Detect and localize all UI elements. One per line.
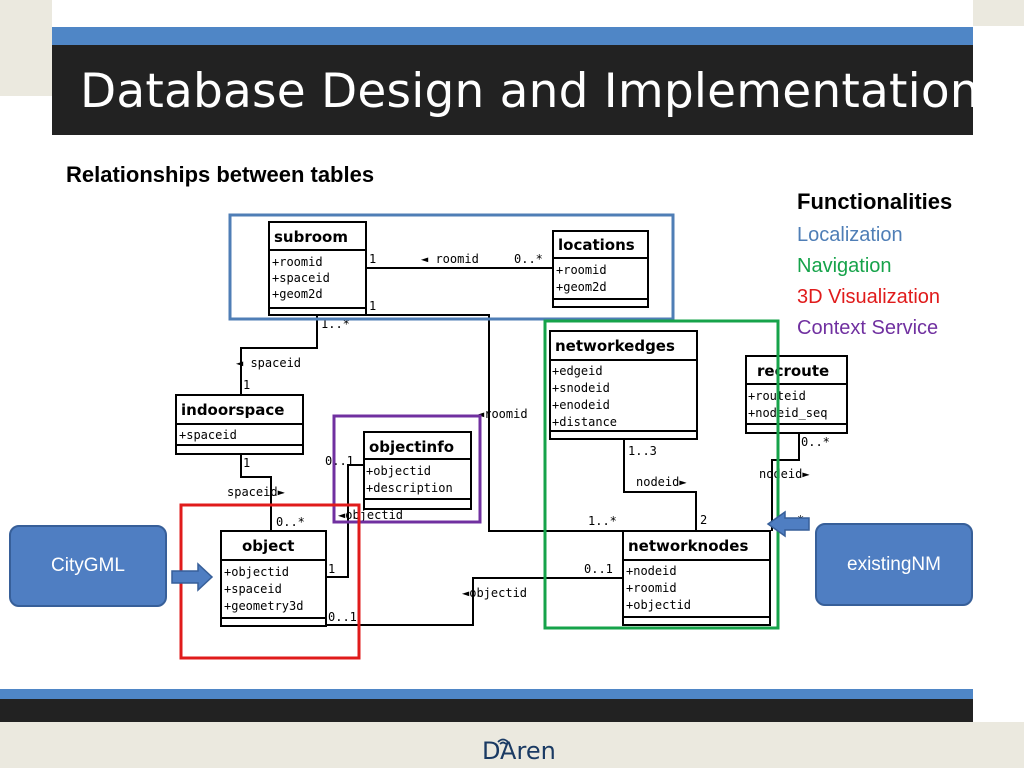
class-locations: locations +roomid +geom2d	[552, 230, 649, 308]
multiplicity: 1	[243, 378, 250, 392]
multiplicity: 1..*	[588, 514, 617, 528]
footer	[0, 722, 1024, 768]
context-service-box	[332, 414, 482, 524]
title-bar	[52, 45, 973, 135]
class-attribute: +spaceid	[272, 271, 330, 285]
relation-label: nodeid►	[759, 467, 810, 481]
class-networkedges: networkedges +edgeid +snodeid +enodeid +…	[549, 330, 698, 440]
class-title: networkedges	[555, 337, 675, 355]
functionality-localization: Localization	[797, 224, 903, 246]
footer-dark-bar	[0, 699, 973, 723]
citygml-source: CityGML	[9, 525, 167, 607]
functionalities-heading: Functionalities	[797, 189, 953, 214]
multiplicity: 0..1	[325, 454, 354, 468]
class-attribute: +spaceid	[179, 428, 237, 442]
multiplicity: 0..1	[584, 562, 613, 576]
multiplicity: 0..1	[328, 610, 357, 624]
class-title: objectinfo	[369, 438, 454, 456]
class-recroute: recroute +routeid +nodeid_seq	[745, 355, 848, 434]
citygml-arrow-icon	[171, 562, 214, 592]
class-indoorspace: indoorspace +spaceid	[175, 394, 304, 455]
header-accent-strip	[52, 27, 973, 45]
class-attribute: +enodeid	[552, 398, 610, 412]
class-attribute: +nodeid	[626, 564, 677, 578]
class-attribute: +nodeid_seq	[748, 406, 827, 420]
background-corner-left	[0, 0, 52, 96]
class-title: recroute	[757, 362, 829, 380]
class-attribute: +geom2d	[556, 280, 607, 294]
functionality-navigation: Navigation	[797, 255, 892, 277]
multiplicity: 1	[243, 456, 250, 470]
existingnm-source: existingNM	[815, 523, 973, 606]
class-attribute: +snodeid	[552, 381, 610, 395]
class-networknodes: networknodes +nodeid +roomid +objectid	[622, 530, 771, 626]
class-subroom: subroom +roomid +spaceid +geom2d	[268, 221, 367, 316]
multiplicity: 1..3	[628, 444, 657, 458]
daren-logo: DAren	[482, 737, 556, 765]
relation-label: ◄ spaceid	[236, 356, 301, 370]
multiplicity: 1	[369, 252, 376, 266]
multiplicity: 1	[328, 562, 335, 576]
relation-label: ◄objectid	[338, 508, 403, 522]
class-objectinfo: objectinfo +objectid +description	[363, 431, 472, 510]
class-attribute: +spaceid	[224, 582, 282, 596]
class-title: networknodes	[628, 537, 748, 555]
functionality-context-service: Context Service	[797, 317, 939, 339]
class-attribute: +roomid	[272, 255, 323, 269]
class-attribute: +objectid	[366, 464, 431, 478]
slide-title: Database Design and Implementation	[80, 64, 980, 119]
relation-label: ◄roomid	[477, 407, 528, 421]
class-title: indoorspace	[181, 401, 284, 419]
class-attribute: +geometry3d	[224, 599, 303, 613]
class-attribute: +roomid	[626, 581, 677, 595]
class-title: object	[242, 537, 294, 555]
relation-label: nodeid►	[636, 475, 687, 489]
localization-box	[228, 213, 675, 321]
class-attribute: +description	[366, 481, 453, 495]
footer-accent-strip	[0, 689, 973, 699]
multiplicity: 1	[369, 299, 376, 313]
class-title: locations	[558, 236, 635, 254]
class-attribute: +objectid	[626, 598, 691, 612]
multiplicity: 0..*	[514, 252, 543, 266]
class-attribute: +objectid	[224, 565, 289, 579]
existingnm-arrow-icon	[766, 510, 810, 538]
multiplicity: 0..*	[801, 435, 830, 449]
class-attribute: +geom2d	[272, 287, 323, 301]
multiplicity: 2	[700, 513, 707, 527]
background-corner-right	[973, 0, 1024, 26]
class-attribute: +roomid	[556, 263, 607, 277]
relation-label: spaceid►	[227, 485, 286, 499]
functionality-3d-visualization: 3D Visualization	[797, 286, 941, 308]
class-title: subroom	[274, 228, 348, 246]
logo-text: DAren	[482, 737, 556, 765]
relation-label: ◄objectid	[462, 586, 527, 600]
navigation-box	[543, 319, 780, 630]
class-object: object +objectid +spaceid +geometry3d	[220, 530, 327, 627]
diagram-subtitle: Relationships between tables	[66, 162, 375, 187]
import-arrows	[171, 510, 810, 592]
relation-labels: 1 ◄ roomid 0..* 1 1..* ◄ spaceid 1 ◄room…	[227, 252, 830, 624]
class-attribute: +edgeid	[552, 364, 603, 378]
class-attribute: +distance	[552, 415, 617, 429]
multiplicity: 0..*	[276, 515, 305, 529]
relation-label: ◄ roomid	[421, 252, 479, 266]
